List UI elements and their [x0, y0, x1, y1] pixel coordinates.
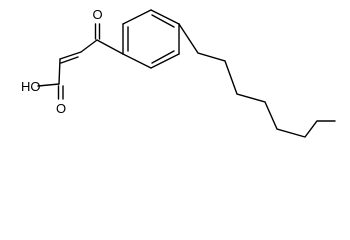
hydroxyl-label: HO: [21, 79, 41, 94]
bonds: [37, 9, 336, 138]
nonyl-chain: [178, 23, 336, 138]
ring-bond-6: [122, 53, 152, 69]
ketone-alkene-bond: [80, 39, 98, 53]
ring-bond-2: [122, 9, 152, 25]
alkene-acid-bond: [58, 58, 61, 85]
ring-inner-bond-3: [151, 50, 175, 64]
chemical-structure: O HO O: [21, 7, 336, 138]
ring-bond-3: [150, 9, 180, 25]
ring-inner-bond-2: [151, 14, 175, 28]
ketone-ring-bond: [96, 39, 124, 55]
acid-oh-bond: [37, 83, 60, 87]
ketone-oxygen-label: O: [92, 7, 102, 22]
ring-bond-5: [150, 53, 180, 69]
alkene-double-bond: [59, 51, 82, 60]
atom-labels: O HO O: [21, 7, 103, 116]
carbonyl-oxygen-label: O: [56, 101, 66, 116]
alkene-double-bond-inner: [60, 56, 79, 64]
